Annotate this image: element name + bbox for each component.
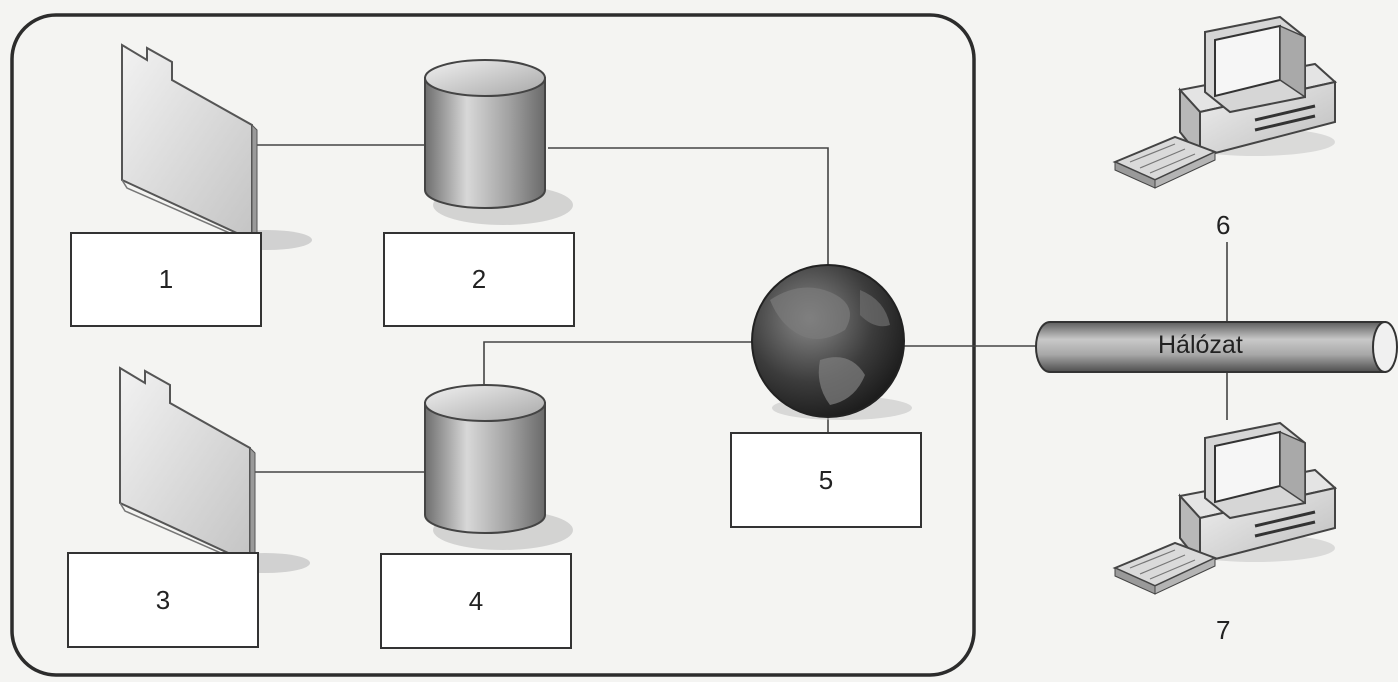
network-pipe	[1035, 321, 1398, 373]
box-label: 5	[818, 464, 834, 495]
computer-icon	[1113, 15, 1337, 190]
box-label: 1	[158, 264, 174, 294]
database-icon	[424, 384, 574, 551]
component-box-3: 3	[67, 552, 259, 648]
computer-icon	[1113, 421, 1337, 596]
component-box-5: 5	[730, 432, 922, 528]
connector-lines	[250, 144, 1228, 473]
box-label: 2	[471, 264, 487, 294]
database-icon	[424, 59, 574, 226]
computer-label-7: 7	[1216, 615, 1231, 645]
box-label: 4	[468, 585, 484, 616]
component-box-4: 4	[380, 553, 572, 649]
computer-label-6: 6	[1216, 210, 1231, 240]
network-label: Hálózat	[1158, 331, 1243, 359]
component-box-1: 1	[70, 232, 262, 327]
globe-icon	[751, 264, 912, 420]
folder-icon	[121, 44, 313, 251]
system-boundary-frame	[10, 13, 976, 677]
folder-icon	[119, 367, 311, 574]
component-box-2: 2	[383, 232, 575, 327]
box-label: 3	[155, 584, 171, 615]
